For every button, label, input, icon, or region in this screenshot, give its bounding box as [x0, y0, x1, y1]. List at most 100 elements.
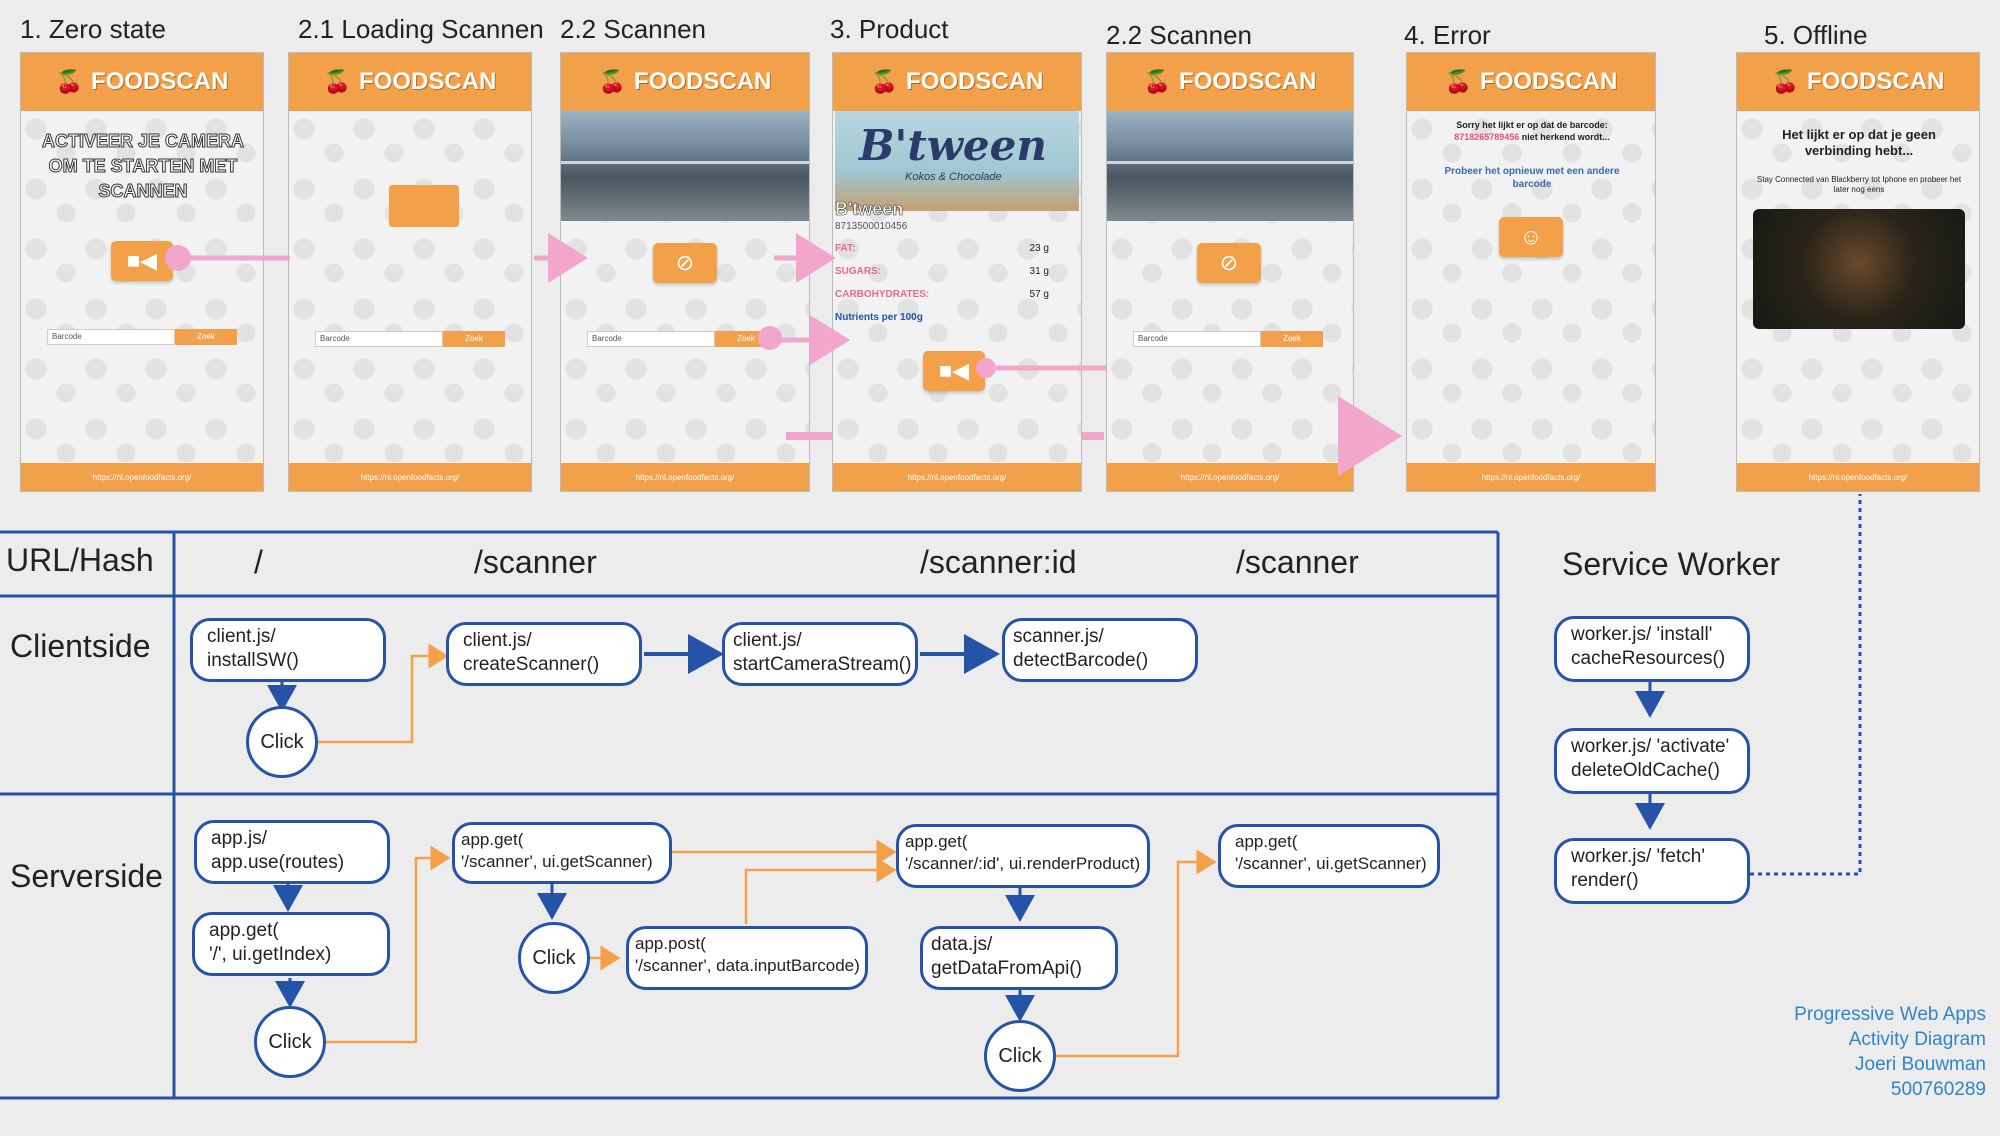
credit-line: Activity Diagram	[1848, 1029, 1986, 1050]
nutrient-value: 31 g	[1029, 266, 1049, 277]
node-line: client.js/	[463, 630, 532, 651]
click-node: Click	[518, 922, 590, 994]
node-line: data.js/	[931, 934, 993, 955]
url-scanner-2: /scanner	[1236, 544, 1359, 580]
credit-line: Joeri Bouwman	[1855, 1054, 1986, 1075]
loading-placeholder	[389, 185, 459, 227]
screen-title-scannen: 2.2 Scannen	[560, 14, 707, 44]
app-header: 🍒FOODSCAN	[1107, 53, 1353, 111]
camera-off-button[interactable]: ⊘	[1197, 243, 1261, 283]
app-header: 🍒 FOODSCAN	[21, 53, 263, 111]
node-detect-barcode: scanner.js/ detectBarcode()	[1002, 618, 1198, 682]
offline-message: Het lijkt er op dat je geen verbinding h…	[1782, 127, 1936, 158]
screen-product: 🍒FOODSCAN B'tween Kokos & Chocolade B'tw…	[832, 52, 1082, 492]
node-line: detectBarcode()	[1013, 650, 1149, 671]
node-line: '/scanner', data.inputBarcode)	[635, 956, 860, 975]
brand-label: FOODSCAN	[906, 68, 1044, 95]
screen-title-error: 4. Error	[1404, 20, 1491, 50]
node-get-index: app.get( '/', ui.getIndex)	[192, 912, 390, 976]
camera-button[interactable]: ■◀	[923, 351, 985, 391]
background-pattern	[289, 111, 531, 463]
cherry-icon: 🍒	[1444, 69, 1473, 94]
barcode-search: Barcode Zoek	[315, 331, 505, 347]
error-suffix: niet herkend wordt...	[1521, 132, 1610, 142]
footer-link[interactable]: https://nl.openfoodfacts.org/	[21, 463, 263, 491]
node-get-data-from-api: data.js/ getDataFromApi()	[920, 926, 1118, 990]
footer-link[interactable]: https://nl.openfoodfacts.org/	[833, 463, 1081, 491]
app-header: 🍒FOODSCAN	[833, 53, 1081, 111]
brand-label: FOODSCAN	[91, 68, 229, 95]
swimlane-frame	[0, 530, 1500, 1100]
screen-title-zero-state: 1. Zero state	[20, 14, 166, 44]
footer-link[interactable]: https://nl.openfoodfacts.org/	[1107, 463, 1353, 491]
barcode-search: Barcode Zoek	[47, 329, 237, 345]
brand-label: FOODSCAN	[359, 68, 497, 95]
cherry-icon: 🍒	[323, 69, 352, 94]
credits: Progressive Web Apps Activity Diagram Jo…	[1794, 1002, 1986, 1102]
app-header: 🍒 FOODSCAN	[289, 53, 531, 111]
cherry-icon: 🍒	[598, 69, 627, 94]
search-button[interactable]: Zoek	[175, 329, 237, 345]
brand-label: FOODSCAN	[1807, 68, 1945, 95]
nutrient-row-sugars: SUGARS: 31 g	[835, 266, 1071, 289]
transition-start-dot	[165, 245, 191, 271]
footer-link[interactable]: https://nl.openfoodfacts.org/	[1737, 463, 1979, 491]
cherry-icon: 🍒	[55, 69, 84, 94]
node-line: worker.js/ 'activate'	[1571, 736, 1730, 757]
app-header: 🍒 FOODSCAN	[1737, 53, 1979, 111]
nutrient-row-carbohydrates: CARBOHYDRATES: 57 g	[835, 289, 1071, 312]
url-root: /	[254, 544, 263, 580]
search-button[interactable]: Zoek	[443, 331, 505, 347]
node-sw-fetch: worker.js/ 'fetch' render()	[1554, 838, 1750, 904]
screen-title-loading: 2.1 Loading Scannen	[298, 14, 544, 44]
search-button[interactable]: Zoek	[1261, 331, 1323, 347]
nutrient-label: CARBOHYDRATES:	[835, 289, 930, 300]
barcode-input[interactable]: Barcode	[1133, 331, 1261, 347]
node-line: worker.js/ 'fetch'	[1571, 846, 1705, 867]
cherry-icon: 🍒	[1771, 69, 1800, 94]
flow-arrow	[744, 857, 897, 924]
flow-arrow	[1056, 849, 1217, 1058]
node-line: render()	[1571, 870, 1639, 891]
background-pattern	[21, 111, 263, 463]
product-name: B'tween	[835, 199, 904, 220]
cherry-icon: 🍒	[1143, 69, 1172, 94]
node-app-use-routes: app.js/ app.use(routes)	[194, 820, 390, 884]
barcode-input[interactable]: Barcode	[47, 329, 175, 345]
camera-off-button[interactable]: ⊘	[653, 243, 717, 283]
node-line: scanner.js/	[1013, 626, 1104, 647]
nutrients-note: Nutrients per 100g	[835, 312, 923, 323]
footer-link[interactable]: https://nl.openfoodfacts.org/	[561, 463, 809, 491]
credit-line: 500760289	[1890, 1079, 1986, 1100]
footer-link[interactable]: https://nl.openfoodfacts.org/	[289, 463, 531, 491]
node-line: app.get(	[1235, 832, 1298, 851]
scan-again-button[interactable]: ☺	[1499, 217, 1563, 257]
node-line: app.get(	[461, 830, 524, 849]
node-line: '/scanner', ui.getScanner)	[461, 852, 653, 871]
node-line: app.js/	[211, 828, 267, 849]
footer-link[interactable]: https://nl.openfoodfacts.org/	[1407, 463, 1655, 491]
screen-title-offline: 5. Offline	[1764, 20, 1868, 50]
flow-arrow	[312, 643, 449, 744]
camera-button[interactable]: ■◀	[111, 241, 173, 281]
barcode-input[interactable]: Barcode	[315, 331, 443, 347]
brand-label: FOODSCAN	[1480, 68, 1618, 95]
nutrients-table: FAT: 23 g SUGARS: 31 g CARBOHYDRATES: 57…	[835, 243, 1071, 323]
activate-camera-message: ACTIVEER JE CAMERA OM TE STARTEN MET SCA…	[41, 131, 245, 202]
app-header: 🍒 FOODSCAN	[561, 53, 809, 111]
node-line: client.js/	[207, 626, 276, 647]
click-node: Click	[254, 1006, 326, 1078]
error-message: Sorry het lijkt er op dat de barcode: 87…	[1431, 119, 1633, 143]
node-line: '/', ui.getIndex)	[209, 944, 332, 965]
barcode-input[interactable]: Barcode	[587, 331, 715, 347]
service-worker-title: Service Worker	[1562, 546, 1781, 582]
node-render-product: app.get( '/scanner/:id', ui.renderProduc…	[896, 824, 1150, 888]
lane-label-serverside: Serverside	[10, 858, 163, 894]
brand-label: FOODSCAN	[634, 68, 772, 95]
video-camera-icon: ■◀	[126, 248, 158, 273]
url-scanner-id: /scanner:id	[920, 544, 1077, 580]
node-line: worker.js/ 'install'	[1571, 624, 1713, 645]
node-install-sw: client.js/ installSW()	[190, 618, 386, 682]
screen-transitions	[165, 233, 1402, 476]
